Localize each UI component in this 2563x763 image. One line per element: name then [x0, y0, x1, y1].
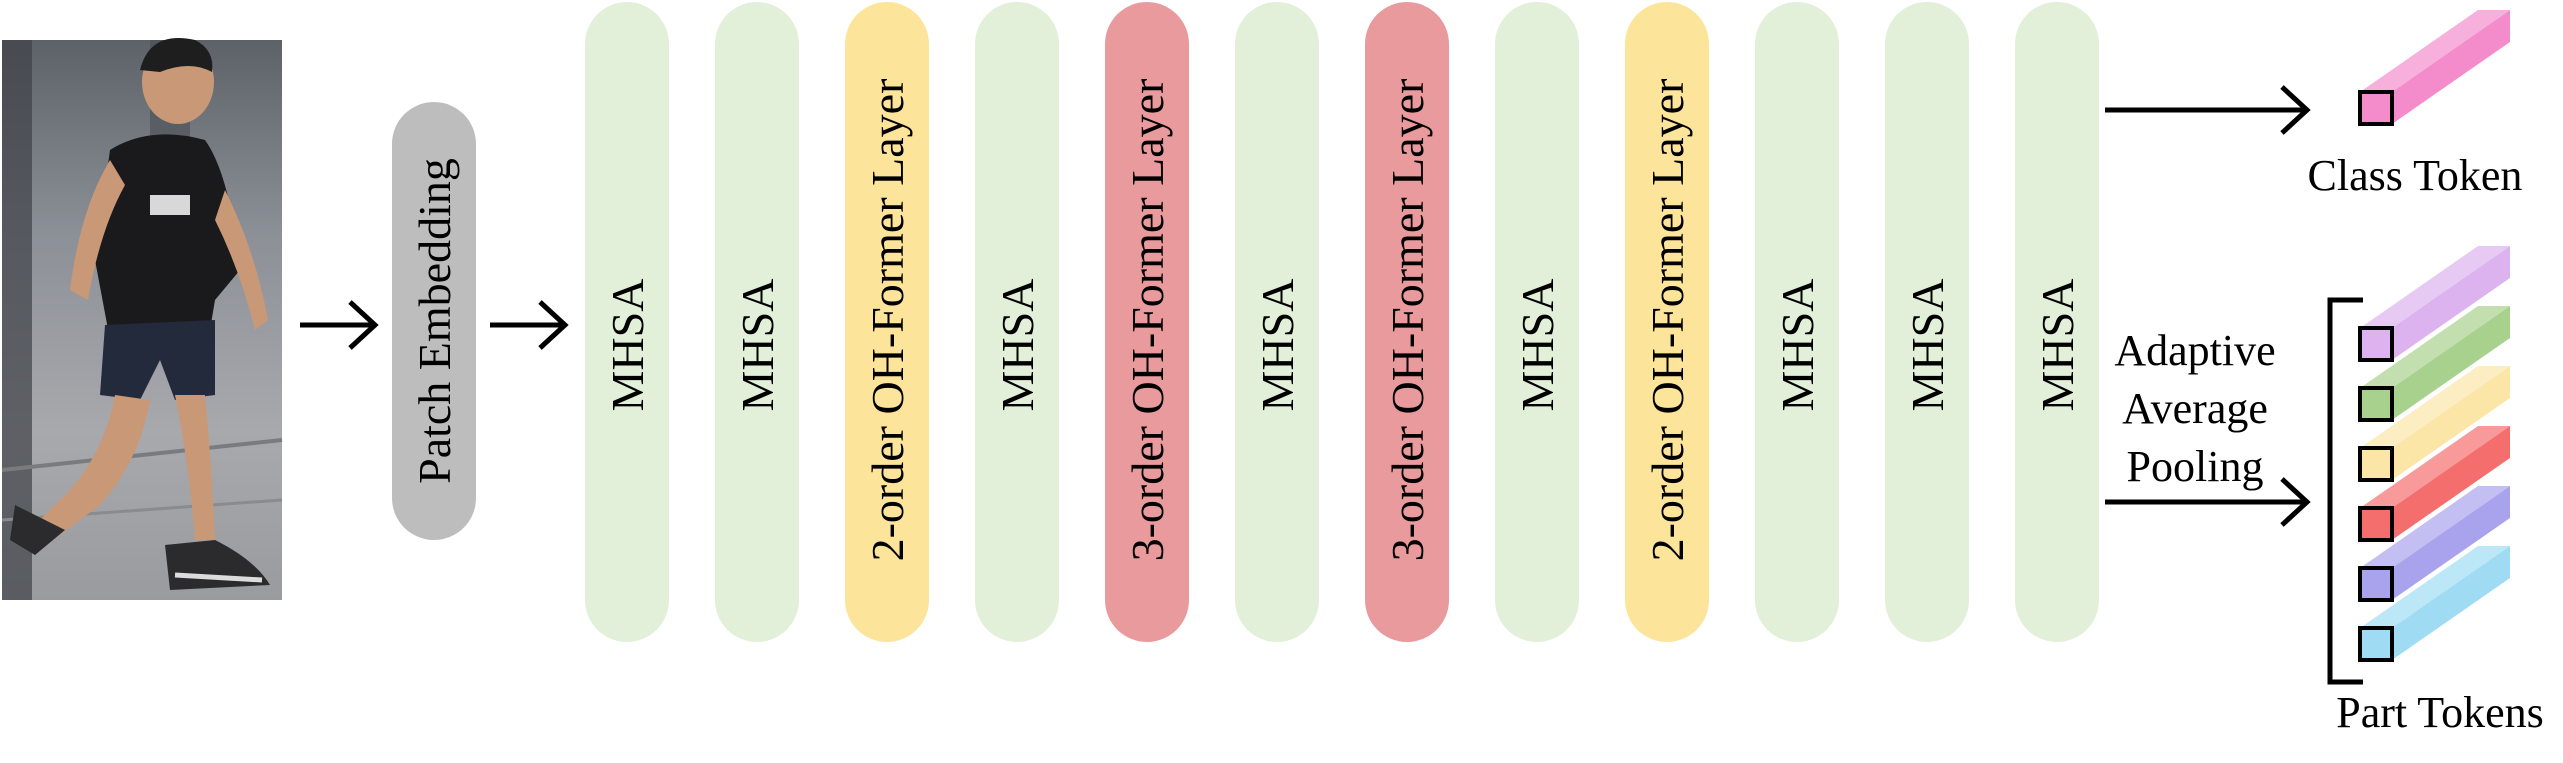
layer-7-label: 3-order OH-Former Layer — [1382, 79, 1433, 562]
arrow-to-class-token — [2105, 85, 2311, 135]
layer-5-label: 3-order OH-Former Layer — [1122, 79, 1173, 562]
layer-11: MHSA — [1885, 2, 1969, 642]
layer-4: MHSA — [975, 2, 1059, 642]
pooling-line-1: Adaptive — [2114, 326, 2275, 375]
layer-1-label: MHSA — [602, 279, 653, 412]
layer-5-block — [1105, 2, 1189, 642]
layer-2-block — [715, 2, 799, 642]
layer-6-label: MHSA — [1252, 279, 1303, 412]
part-tokens-bracket — [2327, 297, 2363, 685]
layer-8-label: MHSA — [1512, 279, 1563, 412]
layer-4-block — [975, 2, 1059, 642]
layer-8-block — [1495, 2, 1579, 642]
layer-9: 2-order OH-Former Layer — [1625, 2, 1709, 642]
layer-3: 2-order OH-Former Layer — [845, 2, 929, 642]
layer-6-block — [1235, 2, 1319, 642]
layer-11-block — [1885, 2, 1969, 642]
part-token-2 — [2358, 306, 2510, 422]
layer-12-block — [2015, 2, 2099, 642]
patch-embedding-block: Patch Embedding — [392, 102, 476, 540]
part-tokens-label: Part Tokens — [2336, 688, 2544, 737]
layer-2-label: MHSA — [732, 279, 783, 412]
layer-10-label: MHSA — [1772, 279, 1823, 412]
layer-5: 3-order OH-Former Layer — [1105, 2, 1189, 642]
layer-7-block — [1365, 2, 1449, 642]
part-token-1 — [2358, 246, 2510, 362]
arrow-image-to-embedding — [300, 300, 379, 350]
part-token-6 — [2358, 546, 2510, 662]
layer-11-label: MHSA — [1902, 279, 1953, 412]
patch-embedding-label: Patch Embedding — [409, 158, 460, 484]
pooling-line-2: Average — [2122, 384, 2268, 433]
layer-1-block — [585, 2, 669, 642]
pooling-line-3: Pooling — [2127, 442, 2264, 491]
layer-7: 3-order OH-Former Layer — [1365, 2, 1449, 642]
layer-8: MHSA — [1495, 2, 1579, 642]
layer-12: MHSA — [2015, 2, 2099, 642]
layer-12-label: MHSA — [2032, 279, 2083, 412]
transformer-layers: MHSA MHSA 2-order OH-Former Layer MHSA 3-ord… — [585, 2, 2099, 642]
layer-10: MHSA — [1755, 2, 1839, 642]
layer-9-block — [1625, 2, 1709, 642]
layer-1: MHSA — [585, 2, 669, 642]
part-token-4 — [2358, 426, 2510, 542]
layer-3-label: 2-order OH-Former Layer — [862, 79, 913, 562]
class-token-label: Class Token — [2308, 151, 2523, 200]
layer-9-label: 2-order OH-Former Layer — [1642, 79, 1693, 562]
layer-3-block — [845, 2, 929, 642]
class-token-cube — [2358, 10, 2510, 126]
layer-2: MHSA — [715, 2, 799, 642]
part-tokens — [2358, 246, 2510, 662]
input-person-image — [1, 38, 283, 600]
pooling-label: Adaptive Average Pooling — [2114, 326, 2275, 491]
part-token-3 — [2358, 366, 2510, 482]
layer-4-label: MHSA — [992, 279, 1043, 412]
layer-6: MHSA — [1235, 2, 1319, 642]
layer-10-block — [1755, 2, 1839, 642]
part-token-5 — [2358, 486, 2510, 602]
arrow-embedding-to-layers — [490, 300, 569, 350]
arrow-to-part-tokens — [2105, 477, 2311, 527]
